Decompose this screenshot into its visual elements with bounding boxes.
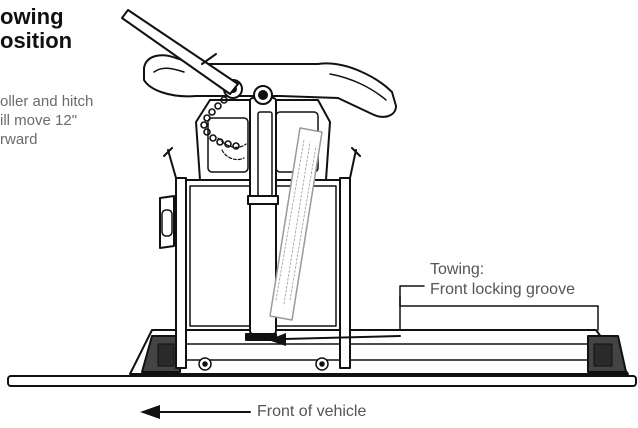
base-plate — [7, 375, 637, 387]
diagram-title: owing osition — [0, 4, 73, 53]
safety-chain — [200, 96, 240, 150]
frame-bolts — [198, 357, 329, 371]
front-of-vehicle-label: Front of vehicle — [257, 403, 367, 420]
arrow-left-icon — [268, 333, 286, 346]
right-frame-leg — [339, 177, 351, 369]
groove-callout-label: Towing: Front locking groove — [430, 261, 575, 298]
towing-handle — [121, 9, 239, 95]
groove-leader-line — [399, 285, 425, 307]
arrow-left-icon — [140, 405, 160, 419]
forward-position-ghost — [269, 127, 323, 321]
left-frame-leg — [175, 177, 187, 369]
diagram-description: oller and hitch ill move 12" rward — [0, 93, 94, 148]
